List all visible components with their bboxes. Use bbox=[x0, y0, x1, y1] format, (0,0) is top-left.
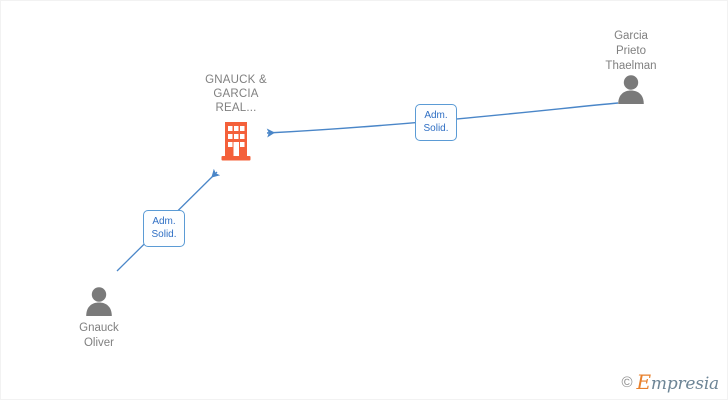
person-node-garcia-prieto-thaelman[interactable]: Garcia Prieto Thaelman bbox=[571, 29, 691, 109]
relation-label-gnauck-oliver[interactable]: Adm. Solid. bbox=[143, 210, 185, 247]
watermark: © Empresia bbox=[621, 372, 719, 393]
brand-rest: mpresia bbox=[650, 374, 719, 394]
building-icon bbox=[221, 121, 251, 166]
company-name-label: GNAUCK & GARCIA REAL... bbox=[205, 74, 267, 114]
relation-label-garcia-prieto-thaelman[interactable]: Adm. Solid. bbox=[415, 104, 457, 141]
person-node-gnauck-oliver[interactable]: Gnauck Oliver bbox=[39, 286, 159, 351]
edge-garcia-prieto-thaelman bbox=[266, 102, 619, 138]
person-icon bbox=[615, 74, 647, 109]
brand-initial: E bbox=[636, 370, 652, 394]
copyright-icon: © bbox=[621, 374, 633, 391]
person-name-label: Gnauck Oliver bbox=[79, 322, 119, 349]
person-name-label: Garcia Prieto Thaelman bbox=[605, 30, 657, 72]
brand-name: Empresia bbox=[637, 372, 720, 393]
person-icon bbox=[83, 286, 115, 321]
company-node[interactable]: GNAUCK & GARCIA REAL... bbox=[156, 73, 316, 166]
